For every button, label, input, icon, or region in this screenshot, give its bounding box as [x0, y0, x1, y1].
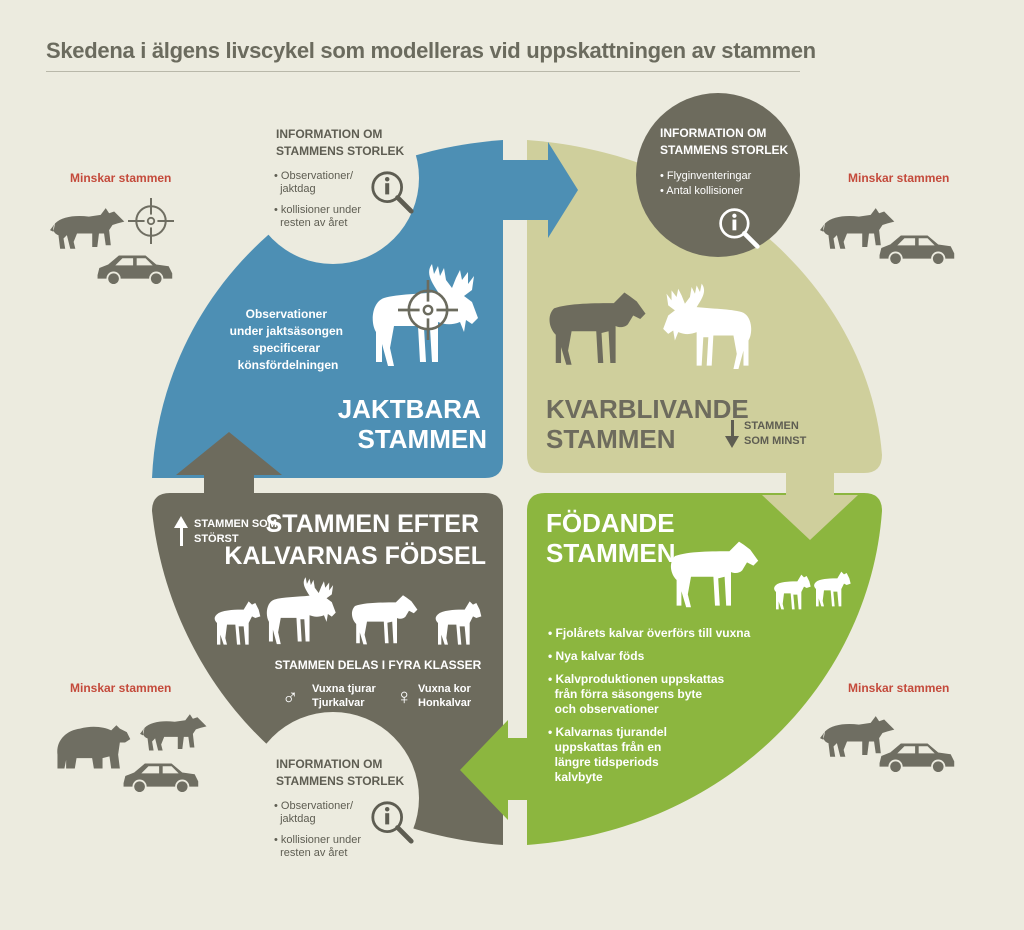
- crosshair-icon: [128, 198, 174, 244]
- down-arrow-icon: [725, 420, 739, 448]
- threat-group-bottom-left: Minskar stammen: [57, 681, 207, 792]
- arrow-to-kvarblivande: [503, 142, 578, 238]
- wolf-icon: [140, 714, 207, 751]
- info-circle-efter-kalv: INFORMATION OM STAMMENS STORLEK • Observ…: [0, 0, 419, 884]
- male-classes: Vuxna tjurar Tjurkalvar: [312, 683, 379, 709]
- info-item: • Antal kollisioner: [660, 185, 744, 197]
- svg-text:INFORMATION OM: INFORMATION OM: [276, 757, 382, 771]
- info-circle-kvarblivande: INFORMATION OM STAMMENS STORLEK • Flygin…: [0, 0, 800, 257]
- female-symbol-icon: ♀: [396, 684, 413, 709]
- info-item: jaktdag: [274, 813, 316, 825]
- svg-text:STAMMENS STORLEK: STAMMENS STORLEK: [276, 144, 405, 158]
- fodande-bullets: • Fjolårets kalvar överförs till vuxna •…: [548, 626, 751, 784]
- info-title-line: STAMMENS STORLEK: [660, 143, 789, 157]
- fodande-label: FÖDANDE STAMMEN: [546, 508, 682, 568]
- info-item: • kollisioner under: [274, 204, 361, 216]
- threat-group-bottom-right: Minskar stammen: [820, 681, 955, 772]
- wolf-icon: [820, 208, 895, 249]
- car-icon: [879, 235, 955, 264]
- info-item: • Observationer/: [274, 170, 354, 182]
- svg-text:• Observationer/ jaktd: • Observationer/ jaktdag • kollisioner u…: [0, 0, 382, 859]
- info-title-line: STAMMENS STORLEK: [276, 774, 405, 788]
- quadrant-fodande: [527, 493, 882, 845]
- threat-label: Minskar stammen: [848, 681, 949, 695]
- info-item: resten av året: [274, 217, 347, 229]
- kvarblivande-note: STAMMEN SOM MINST: [744, 420, 807, 447]
- svg-text:INFORMATION OM: INFORMATION OM: [276, 127, 382, 141]
- efter-kalv-note: STAMMEN SOM STÖRST: [194, 518, 280, 545]
- car-icon: [97, 255, 173, 284]
- svg-text:• Observationer/ jaktd: • Observationer/ jaktdag • kollisioner u…: [0, 0, 382, 229]
- car-icon: [123, 763, 199, 792]
- wolf-icon: [50, 208, 125, 249]
- threat-label: Minskar stammen: [848, 171, 949, 185]
- efter-kalv-label: STAMMEN EFTER KALVARNAS FÖDSEL: [224, 510, 486, 570]
- info-item: • kollisioner under: [274, 834, 361, 846]
- classes-title: STAMMEN DELAS I FYRA KLASSER: [275, 658, 482, 672]
- info-circle-jaktbara: INFORMATION OM STAMMENS STORLEK • Observ…: [0, 0, 419, 264]
- quadrant-jaktbara: [152, 140, 503, 478]
- kvarblivande-label: KVARBLIVANDE STAMMEN: [546, 394, 756, 454]
- info-title-line: STAMMENS STORLEK: [276, 144, 405, 158]
- threat-group-top-left: Minskar stammen: [50, 171, 174, 284]
- wolf-icon: [820, 716, 895, 757]
- info-item: • Flyginventeringar: [660, 170, 752, 182]
- svg-text:• Flyginventeringar • An: • Flyginventeringar • Antal kollisioner: [0, 0, 773, 197]
- arrow-to-efter-kalv: [460, 720, 527, 820]
- quadrant-kvarblivande: [527, 140, 882, 473]
- arrow-to-fodande: [762, 473, 858, 540]
- arrow-to-jaktbara: [176, 432, 282, 493]
- svg-text:STAMMENS STORLEK: STAMMENS STORLEK: [276, 774, 405, 788]
- svg-text:STAMMENS STORLEK: STAMMENS STORLEK: [660, 143, 789, 157]
- page-title: Skedena i älgens livscykel som modellera…: [46, 38, 816, 63]
- threat-label: Minskar stammen: [70, 681, 171, 695]
- jaktbara-label: JAKTBARA STAMMEN: [338, 394, 487, 454]
- info-title-line: INFORMATION OM: [660, 126, 766, 140]
- quadrant-efter-kalv: [152, 493, 503, 845]
- info-item: jaktdag: [274, 183, 316, 195]
- info-title-line: INFORMATION OM: [276, 757, 382, 771]
- svg-text:INFORMATION OM: INFORMATION OM: [660, 126, 766, 140]
- threat-group-top-right: Minskar stammen: [820, 171, 955, 264]
- bear-icon: [57, 725, 131, 769]
- jaktbara-description: Observationer under jaktsäsongen specifi…: [230, 307, 347, 372]
- threat-label: Minskar stammen: [70, 171, 171, 185]
- up-arrow-icon: [174, 516, 188, 546]
- male-symbol-icon: ♂: [282, 684, 299, 709]
- title-divider: [46, 71, 800, 72]
- info-title-line: INFORMATION OM: [276, 127, 382, 141]
- female-classes: Vuxna kor Honkalvar: [418, 683, 474, 709]
- info-item: resten av året: [274, 847, 347, 859]
- info-item: • Observationer/: [274, 800, 354, 812]
- car-icon: [879, 743, 955, 772]
